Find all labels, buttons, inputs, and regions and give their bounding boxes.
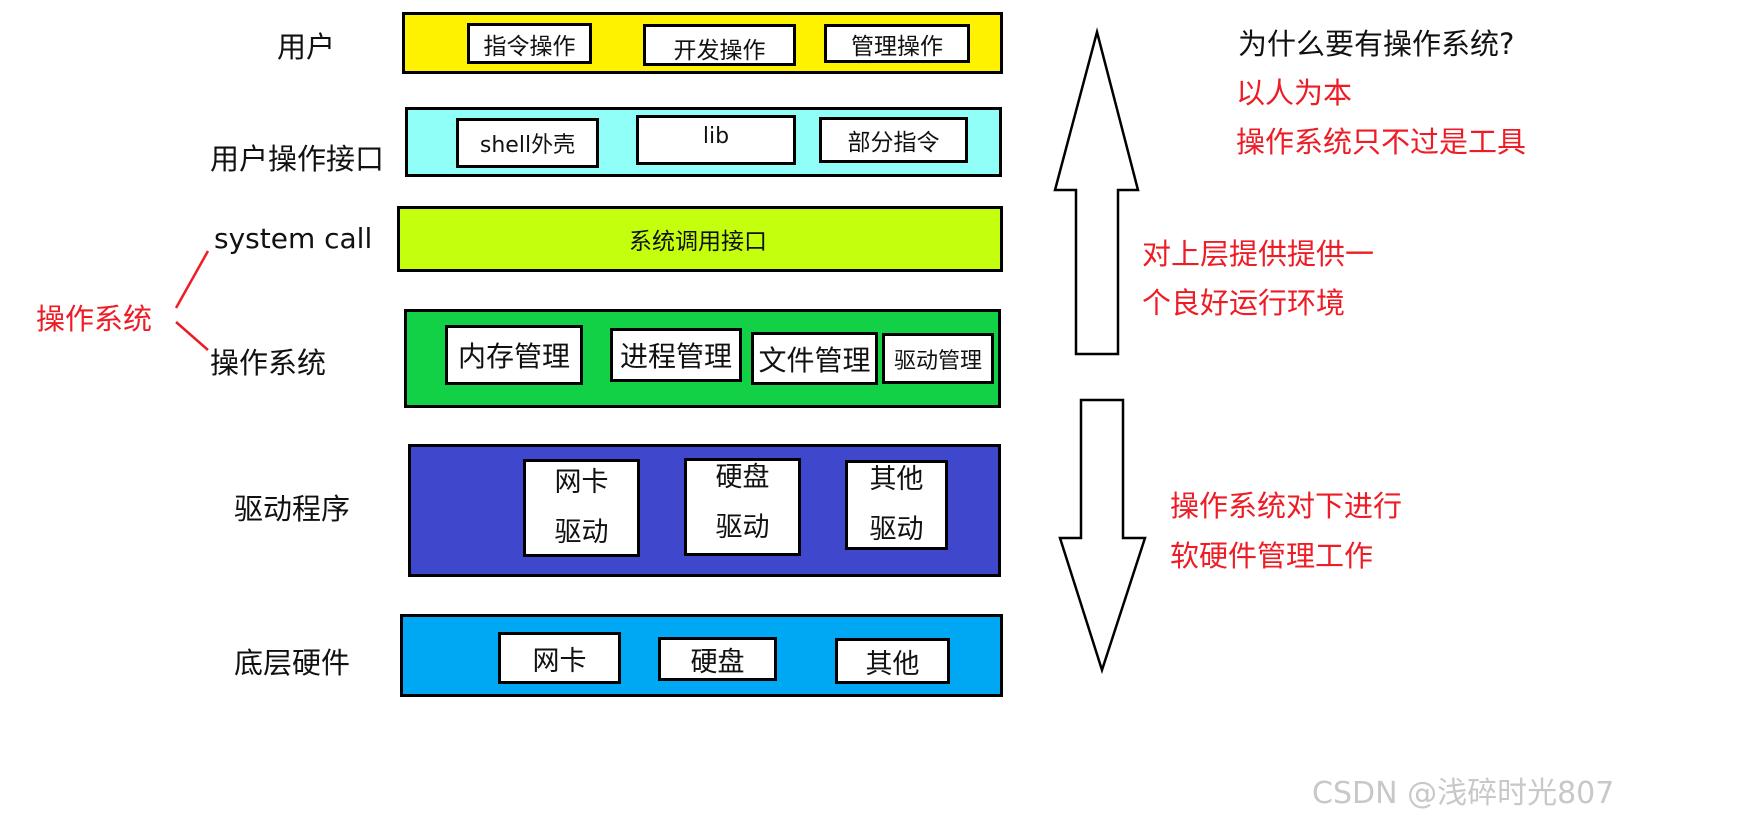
note-up-line1: 对上层提供提供一 bbox=[1142, 237, 1375, 271]
note-down-line2: 软硬件管理工作 bbox=[1170, 539, 1374, 573]
os-layer: 内存管理 进程管理 文件管理 驱动管理 bbox=[404, 309, 1001, 408]
interface-item-lib: lib bbox=[636, 115, 796, 165]
bracket-line-lower bbox=[175, 321, 209, 351]
os-item-memory: 内存管理 bbox=[445, 325, 583, 385]
down-arrow bbox=[1058, 398, 1147, 675]
user-item-dev-ops: 开发操作 bbox=[643, 24, 796, 66]
bracket-line-upper bbox=[174, 250, 210, 309]
hardware-item-other: 其他 bbox=[835, 638, 950, 684]
driver-item-nic: 网卡驱动 bbox=[523, 459, 640, 557]
watermark: CSDN @浅碎时光807 bbox=[1312, 776, 1615, 811]
drivers-layer: 网卡驱动 硬盘驱动 其他驱动 bbox=[408, 444, 1001, 577]
user-item-admin-ops: 管理操作 bbox=[824, 24, 970, 63]
label-user-interface: 用户操作接口 bbox=[210, 142, 385, 176]
hardware-item-nic: 网卡 bbox=[498, 632, 621, 684]
hardware-item-disk: 硬盘 bbox=[658, 637, 777, 681]
note-answer-line2: 操作系统只不过是工具 bbox=[1236, 125, 1527, 159]
os-item-file: 文件管理 bbox=[751, 332, 878, 385]
label-os-group: 操作系统 bbox=[36, 302, 153, 336]
up-arrow bbox=[1053, 27, 1140, 356]
driver-item-other: 其他驱动 bbox=[845, 460, 948, 550]
syscall-title: 系统调用接口 bbox=[629, 229, 767, 255]
note-up-line2: 个良好运行环境 bbox=[1142, 286, 1346, 320]
user-layer: 指令操作 开发操作 管理操作 bbox=[402, 12, 1003, 74]
user-interface-layer: shell外壳 lib 部分指令 bbox=[405, 107, 1002, 177]
interface-item-partial-commands: 部分指令 bbox=[819, 117, 968, 163]
note-down-line1: 操作系统对下进行 bbox=[1170, 489, 1403, 523]
label-hardware: 底层硬件 bbox=[234, 646, 351, 680]
os-item-process: 进程管理 bbox=[610, 328, 742, 382]
os-item-driver: 驱动管理 bbox=[882, 333, 994, 384]
hardware-layer: 网卡 硬盘 其他 bbox=[400, 614, 1003, 697]
interface-item-shell: shell外壳 bbox=[456, 118, 599, 168]
driver-item-disk: 硬盘驱动 bbox=[684, 458, 801, 556]
label-drivers: 驱动程序 bbox=[234, 492, 351, 526]
note-question: 为什么要有操作系统? bbox=[1238, 27, 1515, 61]
syscall-layer: 系统调用接口 bbox=[397, 206, 1003, 272]
label-system-call: system call bbox=[214, 222, 373, 255]
note-answer-line1: 以人为本 bbox=[1236, 76, 1353, 110]
user-item-command-ops: 指令操作 bbox=[467, 23, 592, 64]
label-os: 操作系统 bbox=[210, 346, 327, 380]
label-user: 用户 bbox=[277, 30, 336, 64]
